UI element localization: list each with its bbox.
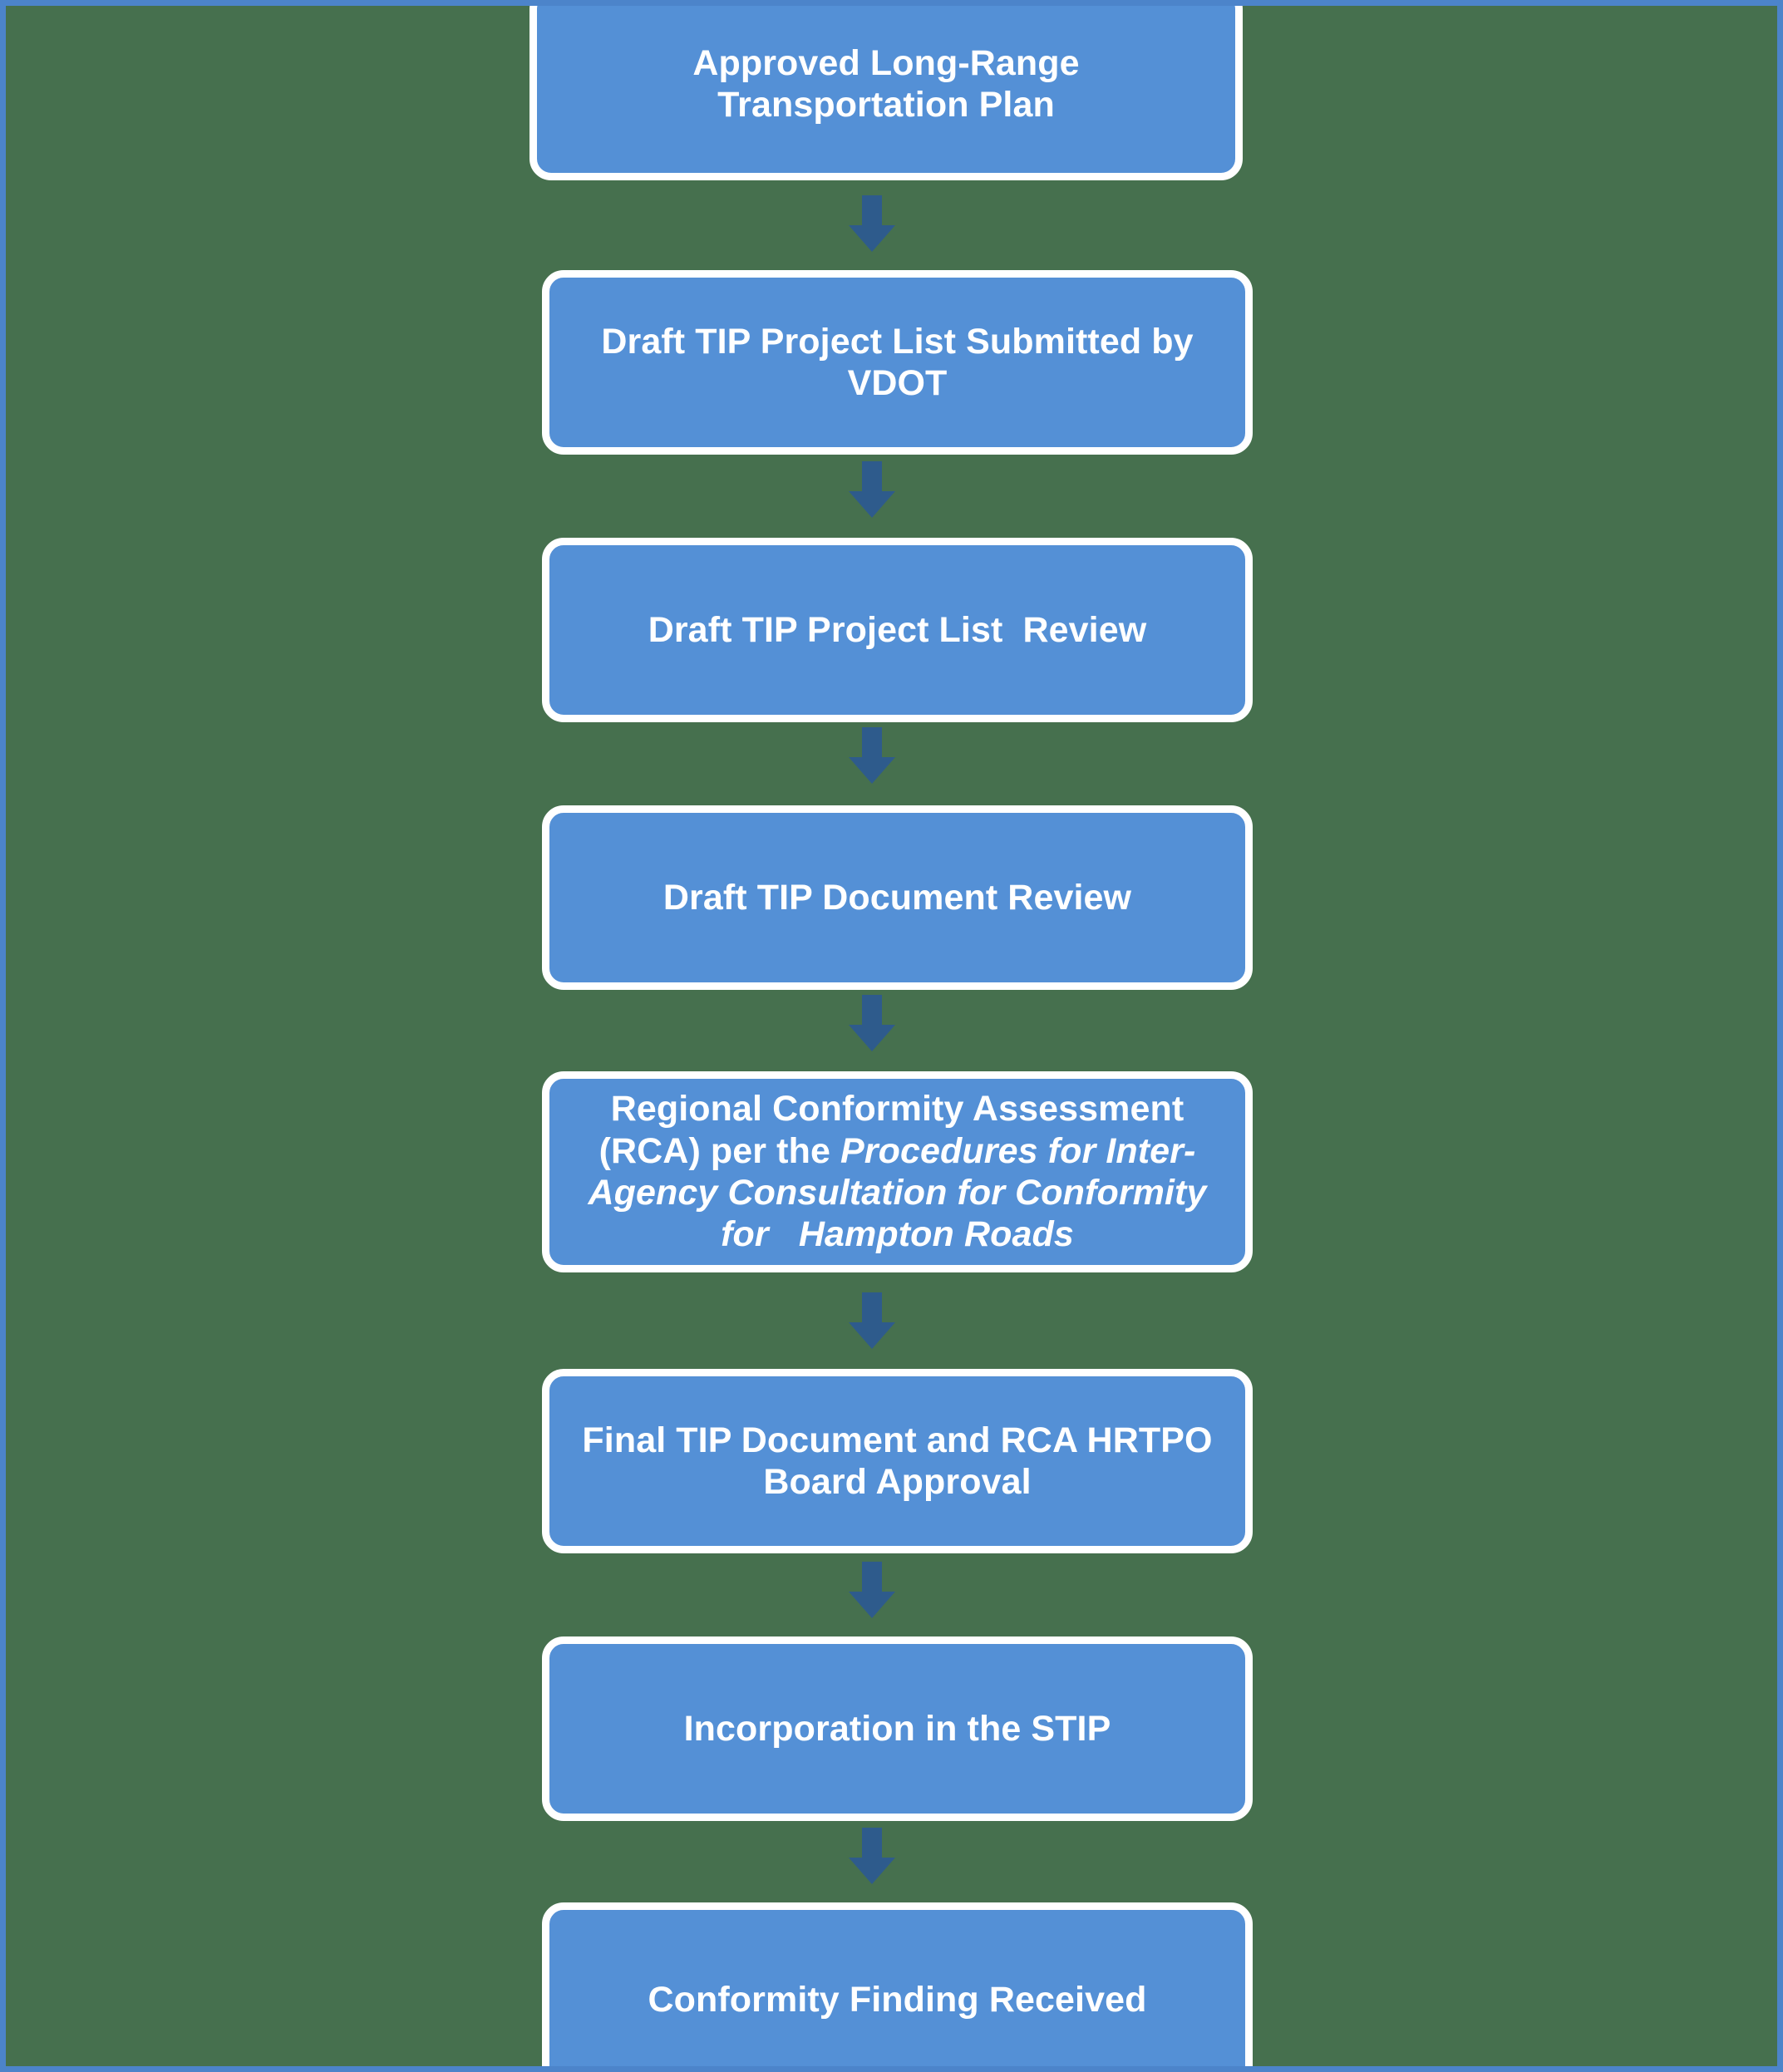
flow-node-label: Draft TIP Project List Review <box>648 609 1147 650</box>
flow-node-label: Conformity Finding Received <box>648 1980 1147 2020</box>
flow-arrow-down-7 <box>849 1828 895 1884</box>
flow-arrow-down-5 <box>849 1292 895 1349</box>
flow-node-label: Incorporation in the STIP <box>683 1708 1111 1749</box>
flow-node-label: Approved Long-Range Transportation Plan <box>692 42 1080 125</box>
flow-arrow-down-6 <box>849 1562 895 1618</box>
flow-node-label: Regional Conformity Assessment (RCA) per… <box>571 1088 1224 1255</box>
flow-node-final-tip-document-and-rca-hrtpo-board-approval[interactable]: Final TIP Document and RCA HRTPO Board A… <box>542 1369 1253 1553</box>
flow-arrow-down-1 <box>849 195 895 252</box>
flow-node-approved-long-range-transportation-plan[interactable]: Approved Long-Range Transportation Plan <box>529 6 1243 180</box>
flow-node-label-italic: Procedures for Inter-Agency Consultation… <box>588 1130 1217 1255</box>
flow-node-conformity-finding-received[interactable]: Conformity Finding Received <box>542 1902 1253 2066</box>
flow-node-label: Draft TIP Document Review <box>662 877 1132 918</box>
flow-node-draft-tip-project-list-submitted-by-vdot[interactable]: Draft TIP Project List Submitted by VDOT <box>542 270 1253 455</box>
flow-node-regional-conformity-assessment[interactable]: Regional Conformity Assessment (RCA) per… <box>542 1071 1253 1272</box>
flow-node-incorporation-in-the-stip[interactable]: Incorporation in the STIP <box>542 1636 1253 1821</box>
flow-arrow-down-4 <box>849 995 895 1051</box>
flow-node-draft-tip-project-list-review[interactable]: Draft TIP Project List Review <box>542 538 1253 722</box>
flow-arrow-down-2 <box>849 461 895 518</box>
flowchart: Approved Long-Range Transportation Plan … <box>6 6 1777 2066</box>
flow-node-draft-tip-document-review[interactable]: Draft TIP Document Review <box>542 805 1253 990</box>
flow-arrow-down-3 <box>849 727 895 784</box>
flow-node-label: Final TIP Document and RCA HRTPO Board A… <box>582 1420 1213 1502</box>
flow-node-label-plain: Regional Conformity Assessment (RCA) per… <box>598 1089 1194 1171</box>
flow-node-label: Draft TIP Project List Submitted by VDOT <box>601 321 1194 403</box>
